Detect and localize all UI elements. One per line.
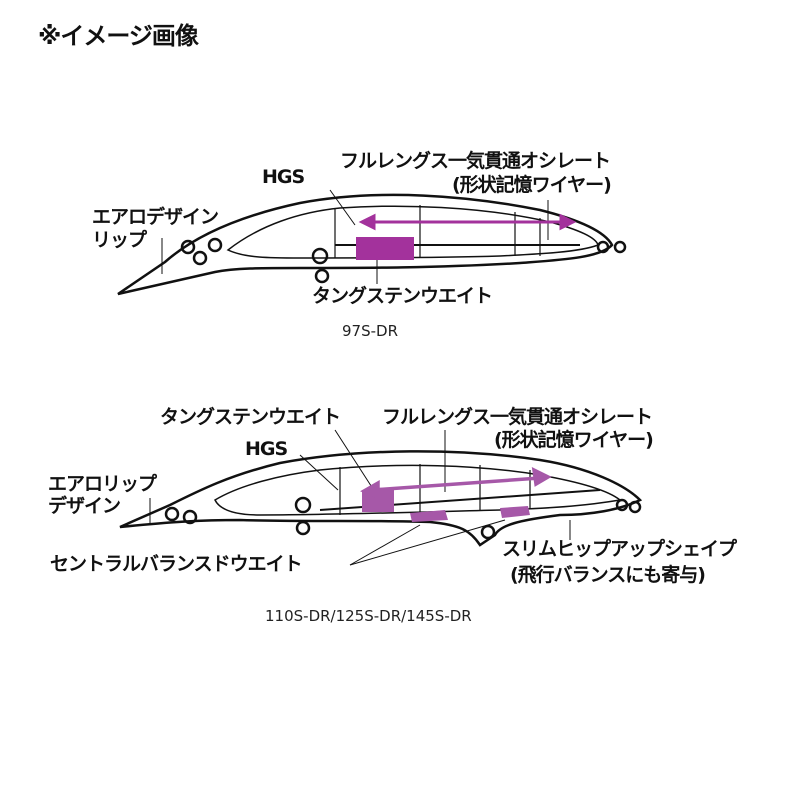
weights-110 <box>362 490 530 522</box>
tungsten-weight-110 <box>362 490 394 512</box>
oscillation-arrow-97 <box>358 213 577 231</box>
label-wire-97-line1: フルレングス一気貫通オシレート <box>340 150 611 172</box>
central-weight-front <box>410 510 448 522</box>
label-hgs-97: HGS <box>262 166 305 188</box>
label-tungsten-97: タングステンウエイト <box>312 285 493 307</box>
oscillation-arrow-110 <box>360 466 552 500</box>
label-wire-110-line1: フルレングス一気貫通オシレート <box>382 406 653 428</box>
central-weight-rear <box>500 506 530 518</box>
label-tungsten-110: タングステンウエイト <box>160 406 341 428</box>
label-lip-110-line2: デザイン <box>48 495 121 517</box>
label-lip-97-line2: リップ <box>92 229 147 251</box>
model-caption-97: 97S-DR <box>342 322 398 340</box>
label-shape-line2: (飛行バランスにも寄与) <box>510 564 706 586</box>
label-shape-line1: スリムヒップアップシェイプ <box>502 538 737 560</box>
label-wire-110-line2: (形状記憶ワイヤー) <box>494 429 654 451</box>
tungsten-weight-97 <box>356 237 414 260</box>
label-hgs-110: HGS <box>245 438 288 460</box>
label-lip-97-line1: エアロデザイン <box>92 206 219 228</box>
page-title: ※イメージ画像 <box>38 22 199 50</box>
model-caption-110: 110S-DR/125S-DR/145S-DR <box>265 607 472 625</box>
label-central-weight: セントラルバランスドウエイト <box>50 553 303 575</box>
label-wire-97-line2: (形状記憶ワイヤー) <box>452 174 612 196</box>
label-lip-110-line1: エアロリップ <box>48 473 157 495</box>
